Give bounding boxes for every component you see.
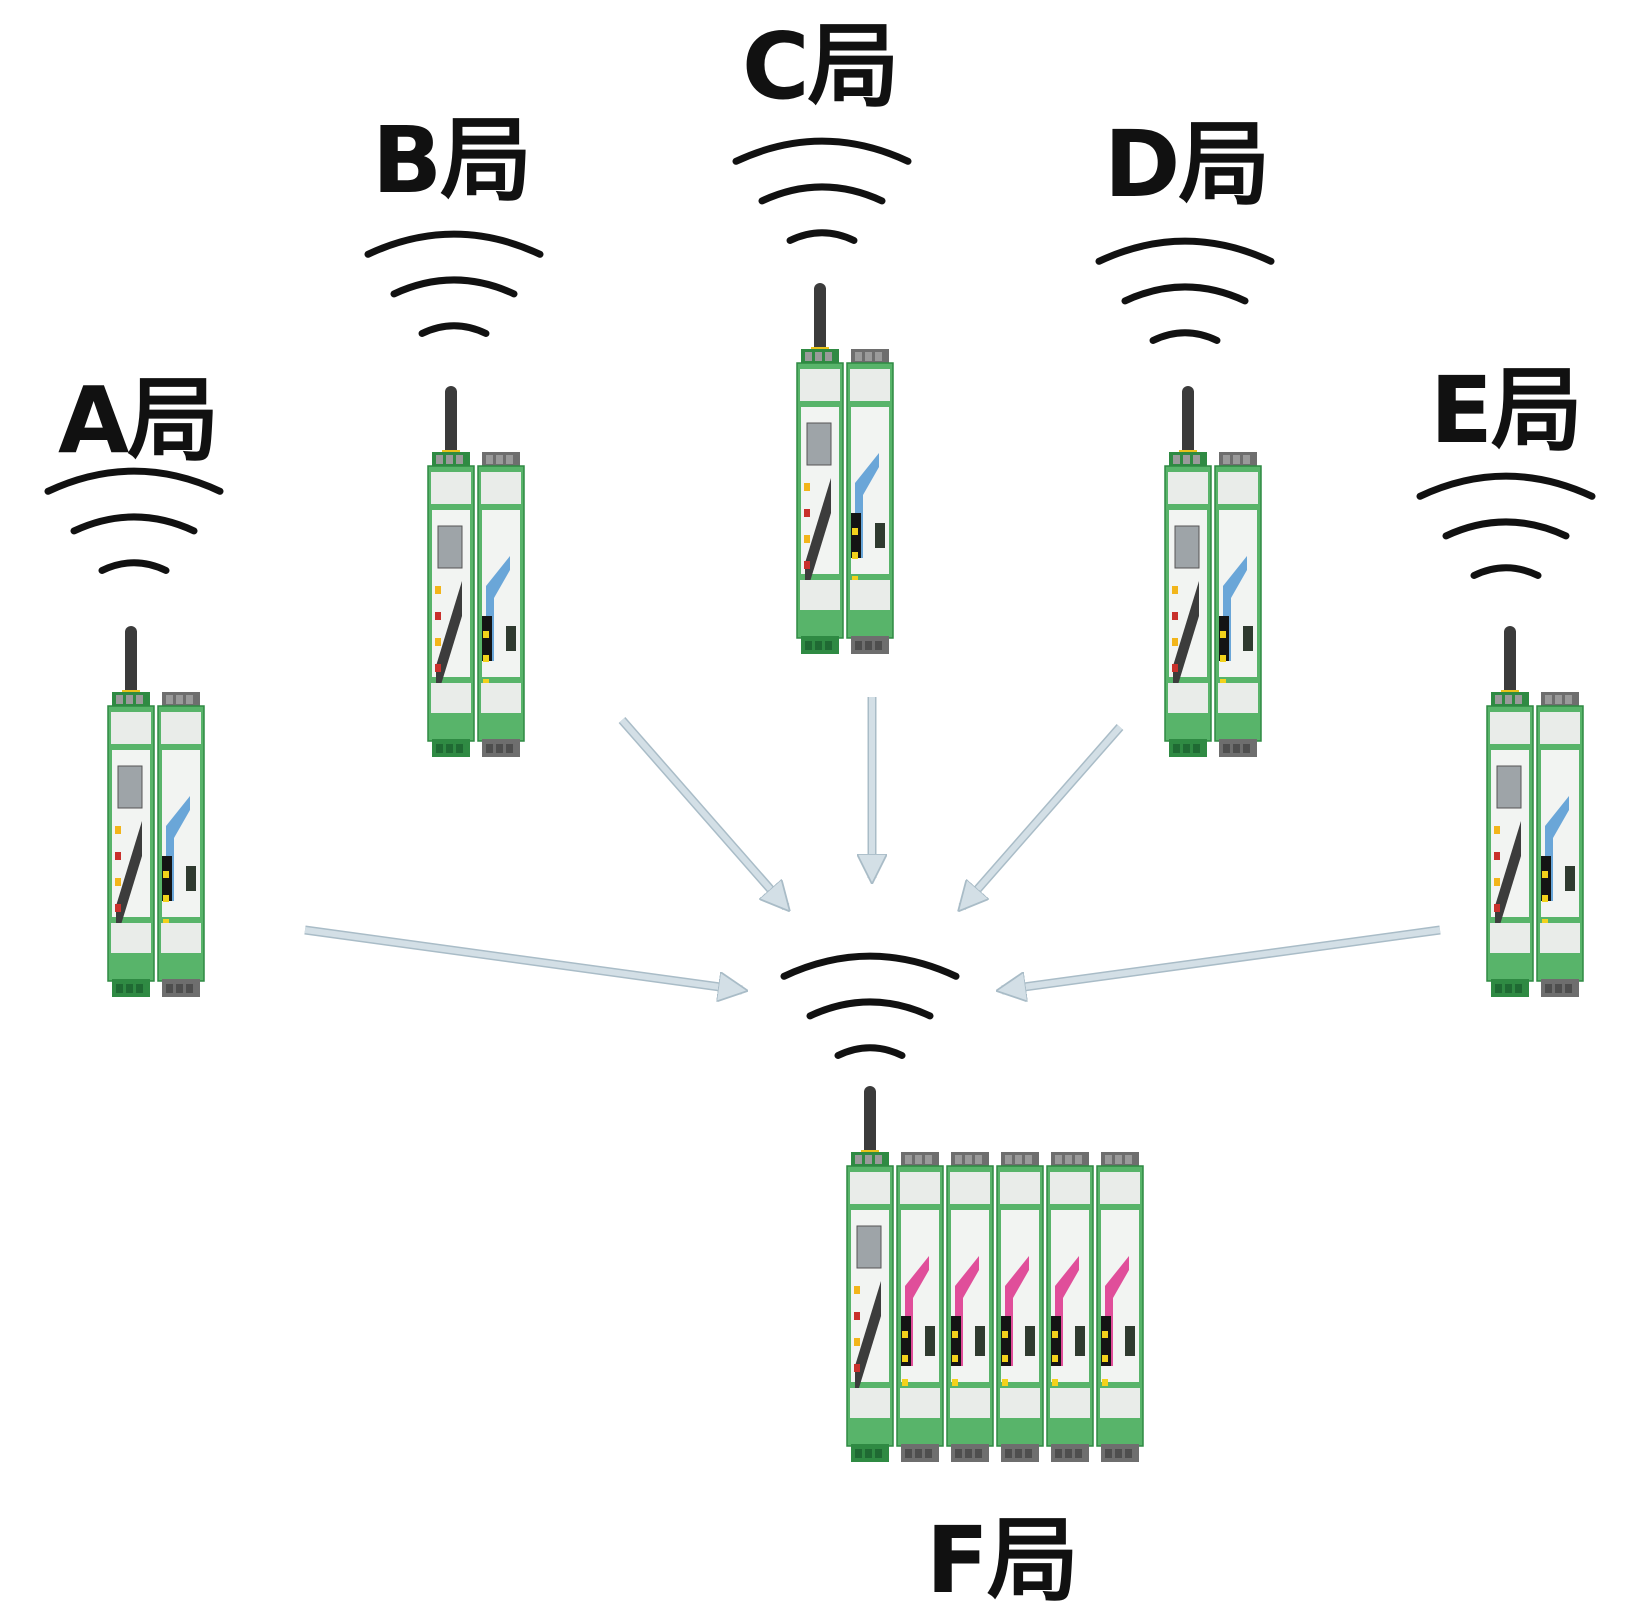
arrow-from-b-icon (618, 717, 786, 907)
station-a-label: A局 (58, 367, 217, 474)
station-c-wave-icon (732, 137, 912, 244)
station-d-device-icon (1164, 386, 1262, 757)
station-b-wave-icon (364, 230, 544, 337)
station-c-device-icon (796, 283, 894, 654)
station-e-label: E局 (1430, 357, 1581, 464)
station-e-device-icon (1486, 626, 1584, 997)
station-f-wave-icon (780, 952, 960, 1059)
station-f-device-icon (846, 1086, 1144, 1462)
station-b-label: B局 (372, 107, 530, 214)
station-d-wave-icon (1095, 237, 1275, 344)
arrow-from-a-icon (304, 925, 742, 990)
station-d-label: D局 (1104, 111, 1268, 218)
signal-arrows (304, 697, 1441, 990)
station-c-label: C局 (742, 13, 898, 120)
station-a-wave-icon (44, 467, 224, 574)
arrow-from-e-icon (1002, 925, 1441, 990)
station-f-label: F局 (926, 1507, 1077, 1614)
station-e-wave-icon (1416, 472, 1596, 579)
arrow-from-d-icon (962, 724, 1124, 907)
station-b-device-icon (427, 386, 525, 757)
station-a-device-icon (107, 626, 205, 997)
